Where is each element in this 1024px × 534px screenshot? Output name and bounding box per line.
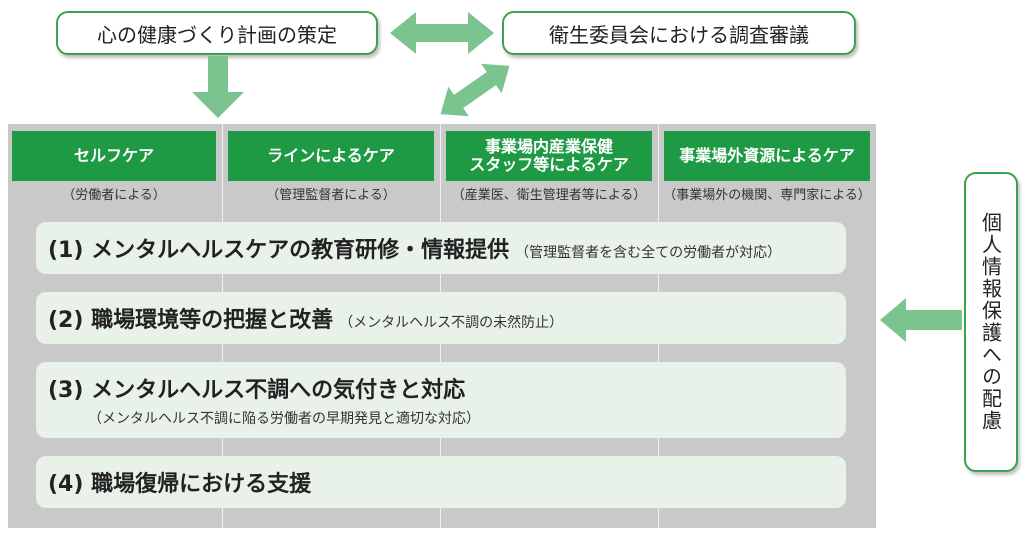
down-arrow-icon: [192, 56, 244, 118]
privacy-label: 個人情報保護への配慮: [978, 212, 1003, 432]
plan-box-label: 心の健康づくり計画の策定: [97, 22, 337, 47]
subtitle-internal-staff-care: （産業医、衛生管理者等による）: [451, 187, 647, 203]
row-title: (1) メンタルヘルスケアの教育研修・情報提供: [48, 238, 510, 263]
subtitle-line-care: （管理監督者による）: [266, 187, 396, 203]
plan-box: 心の健康づくり計画の策定: [56, 11, 378, 55]
double-arrow-horizontal-icon: [390, 12, 494, 54]
activity-row: (1) メンタルヘルスケアの教育研修・情報提供 （管理監督者を含む全ての労働者が対…: [36, 222, 846, 274]
header-line-care-label: ラインによるケア: [267, 145, 395, 165]
header-internal-staff-care-line1: 事業場内産業保健: [484, 136, 613, 156]
committee-box-label: 衛生委員会における調査審議: [549, 22, 809, 47]
header-self-care-label: セルフケア: [73, 145, 154, 165]
double-arrow-diagonal-icon: [440, 63, 510, 117]
header-internal-staff-care-line2: スタッフ等によるケア: [469, 155, 629, 174]
subtitle-external-care: （事業場外の機関、専門家による）: [663, 187, 871, 203]
row-title: (3) メンタルヘルス不調への気付きと対応: [48, 378, 466, 403]
header-internal-staff-care: 事業場内産業保健 スタッフ等によるケア: [446, 131, 652, 181]
left-arrow-icon: [880, 298, 962, 342]
row-note: （管理監督者を含む全ての労働者が対応）: [515, 245, 782, 261]
header-self-care: セルフケア: [12, 131, 216, 181]
row-note: （メンタルヘルス不調に陥る労働者の早期発見と適切な対応）: [88, 411, 480, 427]
row-title: (2) 職場環境等の把握と改善: [48, 308, 334, 333]
header-external-care-label: 事業場外資源によるケア: [679, 145, 855, 165]
row-note: （メンタルヘルス不調の未然防止）: [339, 315, 564, 331]
activity-row: (3) メンタルヘルス不調への気付きと対応 （メンタルヘルス不調に陥る労働者の早…: [36, 362, 846, 438]
subtitle-self-care: （労働者による）: [62, 187, 166, 203]
activity-row: (2) 職場環境等の把握と改善 （メンタルヘルス不調の未然防止）: [36, 292, 846, 344]
row-title: (4) 職場復帰における支援: [48, 472, 312, 497]
header-line-care: ラインによるケア: [228, 131, 434, 181]
activity-row: (4) 職場復帰における支援: [36, 456, 846, 508]
committee-box: 衛生委員会における調査審議: [502, 11, 856, 55]
privacy-box: 個人情報保護への配慮: [964, 172, 1018, 472]
header-external-care: 事業場外資源によるケア: [664, 131, 870, 181]
